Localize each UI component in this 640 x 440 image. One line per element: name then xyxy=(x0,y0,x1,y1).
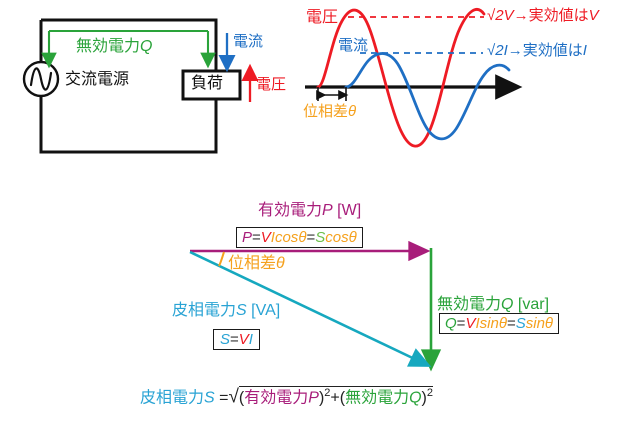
formula-q-eq2: = xyxy=(506,315,516,332)
root-open1: ( xyxy=(238,389,245,407)
radical-icon: √ xyxy=(228,386,239,408)
formula-q-lhs: Q xyxy=(445,315,457,332)
formula-p-lhs: P xyxy=(242,229,253,246)
waveform-phase-label: 位相差θ xyxy=(303,104,356,119)
triangle-phase-text: 位相差 xyxy=(228,255,277,272)
power-triangle-vectors xyxy=(189,240,442,372)
formula-s-eq: = xyxy=(230,331,239,348)
voltage-rms-text: 実効値は xyxy=(528,7,589,24)
circuit-loop xyxy=(39,18,218,154)
voltage-peak-value: √2V xyxy=(487,7,514,24)
formula-p-theta1: θ xyxy=(298,229,307,246)
root-term2-symbol: Q xyxy=(409,389,422,407)
current-peak-annotation: √2I→実効値はI xyxy=(487,43,587,58)
root-open2: ( xyxy=(339,389,346,407)
root-term1-name: 有効電力 xyxy=(244,389,309,407)
reactive-power-formula-box: Q=VIsinθ=Ssinθ xyxy=(439,313,560,334)
apparent-power-root-formula: 皮相電力S =√(有効電力P)2+(無効電力Q)2 xyxy=(140,386,433,406)
root-close2: ) xyxy=(421,389,427,407)
reactive-power-circuit-label: 無効電力Q xyxy=(76,39,152,55)
formula-q-sin1: sin xyxy=(479,315,499,332)
root-lhs-name: 皮相電力 xyxy=(140,389,205,407)
formula-p-eq2: = xyxy=(306,229,316,246)
active-power-formula-box: P=VIcosθ=Scosθ xyxy=(236,227,363,248)
formula-p-theta2: θ xyxy=(348,229,357,246)
apparent-power-label: 皮相電力S [VA] xyxy=(172,303,280,319)
load-label: 負荷 xyxy=(191,75,224,92)
formula-p-eq1: = xyxy=(252,229,261,246)
ac-source-sine-icon xyxy=(22,60,60,98)
active-power-label: 有効電力P [W] xyxy=(258,203,361,219)
active-power-symbol: P xyxy=(322,202,333,219)
formula-q-eq1: = xyxy=(456,315,466,332)
root-term2-name: 無効電力 xyxy=(345,389,410,407)
reactive-power-arrows xyxy=(41,29,216,69)
reactive-power-symbol: Q xyxy=(501,296,514,313)
triangle-phase-label: 位相差θ xyxy=(228,256,285,272)
formula-s-i: I xyxy=(248,331,253,348)
current-rms-symbol: I xyxy=(582,42,587,59)
apparent-power-formula-box: S=VI xyxy=(213,329,260,350)
current-rms-text: 実効値は xyxy=(522,42,583,59)
root-sup1: 2 xyxy=(324,387,331,399)
root-plus: + xyxy=(330,389,340,407)
active-power-name: 有効電力 xyxy=(258,202,323,219)
root-eq: = xyxy=(219,389,229,407)
voltage-waveform xyxy=(316,8,486,148)
voltage-circuit-label: 電圧 xyxy=(256,76,287,93)
formula-s-lhs: S xyxy=(220,331,231,348)
current-peak-value: √2I xyxy=(487,42,508,59)
formula-p-s: S xyxy=(315,229,326,246)
formula-p-cos1: cos xyxy=(274,229,299,246)
root-close1: ) xyxy=(318,389,325,407)
formula-q-i: I xyxy=(475,315,480,332)
waveform-current-label: 電流 xyxy=(338,37,369,54)
arrow-glyph-icon: → xyxy=(513,7,529,24)
triangle-phase-symbol: θ xyxy=(276,255,285,272)
formula-s-v: V xyxy=(238,331,249,348)
formula-p-i: I xyxy=(270,229,275,246)
root-sup2: 2 xyxy=(426,387,433,399)
phase-symbol: θ xyxy=(348,103,357,120)
ac-source-label: 交流電源 xyxy=(65,71,130,88)
reactive-power-unit: [var] xyxy=(517,296,550,313)
formula-q-theta1: θ xyxy=(498,315,507,332)
arrow-glyph-icon: → xyxy=(507,42,523,59)
formula-q-theta2: θ xyxy=(544,315,554,332)
voltage-peak-annotation: √2V→実効値はV xyxy=(487,8,599,23)
reactive-power-text: 無効電力 xyxy=(76,38,141,55)
reactive-power-label: 無効電力Q [var] xyxy=(437,297,549,313)
phase-difference-marker xyxy=(316,87,349,101)
current-waveform xyxy=(344,52,511,141)
phase-text: 位相差 xyxy=(303,103,349,120)
apparent-power-name: 皮相電力 xyxy=(172,302,237,319)
formula-q-v: V xyxy=(465,315,476,332)
load-box xyxy=(181,69,242,101)
formula-p-v: V xyxy=(260,229,271,246)
waveform-voltage-label: 電圧 xyxy=(306,9,339,26)
formula-q-sin2: sin xyxy=(525,315,545,332)
apparent-power-unit: [VA] xyxy=(251,302,281,319)
current-circuit-label: 電流 xyxy=(233,33,264,50)
root-term1-symbol: P xyxy=(308,389,319,407)
reactive-power-symbol: Q xyxy=(140,38,153,55)
voltage-rms-symbol: V xyxy=(588,7,599,24)
apparent-power-symbol: S xyxy=(236,302,247,319)
formula-p-cos2: cos xyxy=(325,229,349,246)
root-lhs-symbol: S xyxy=(204,389,215,407)
reactive-power-name: 無効電力 xyxy=(437,296,502,313)
formula-q-s: S xyxy=(515,315,526,332)
active-power-unit: [W] xyxy=(337,202,362,219)
